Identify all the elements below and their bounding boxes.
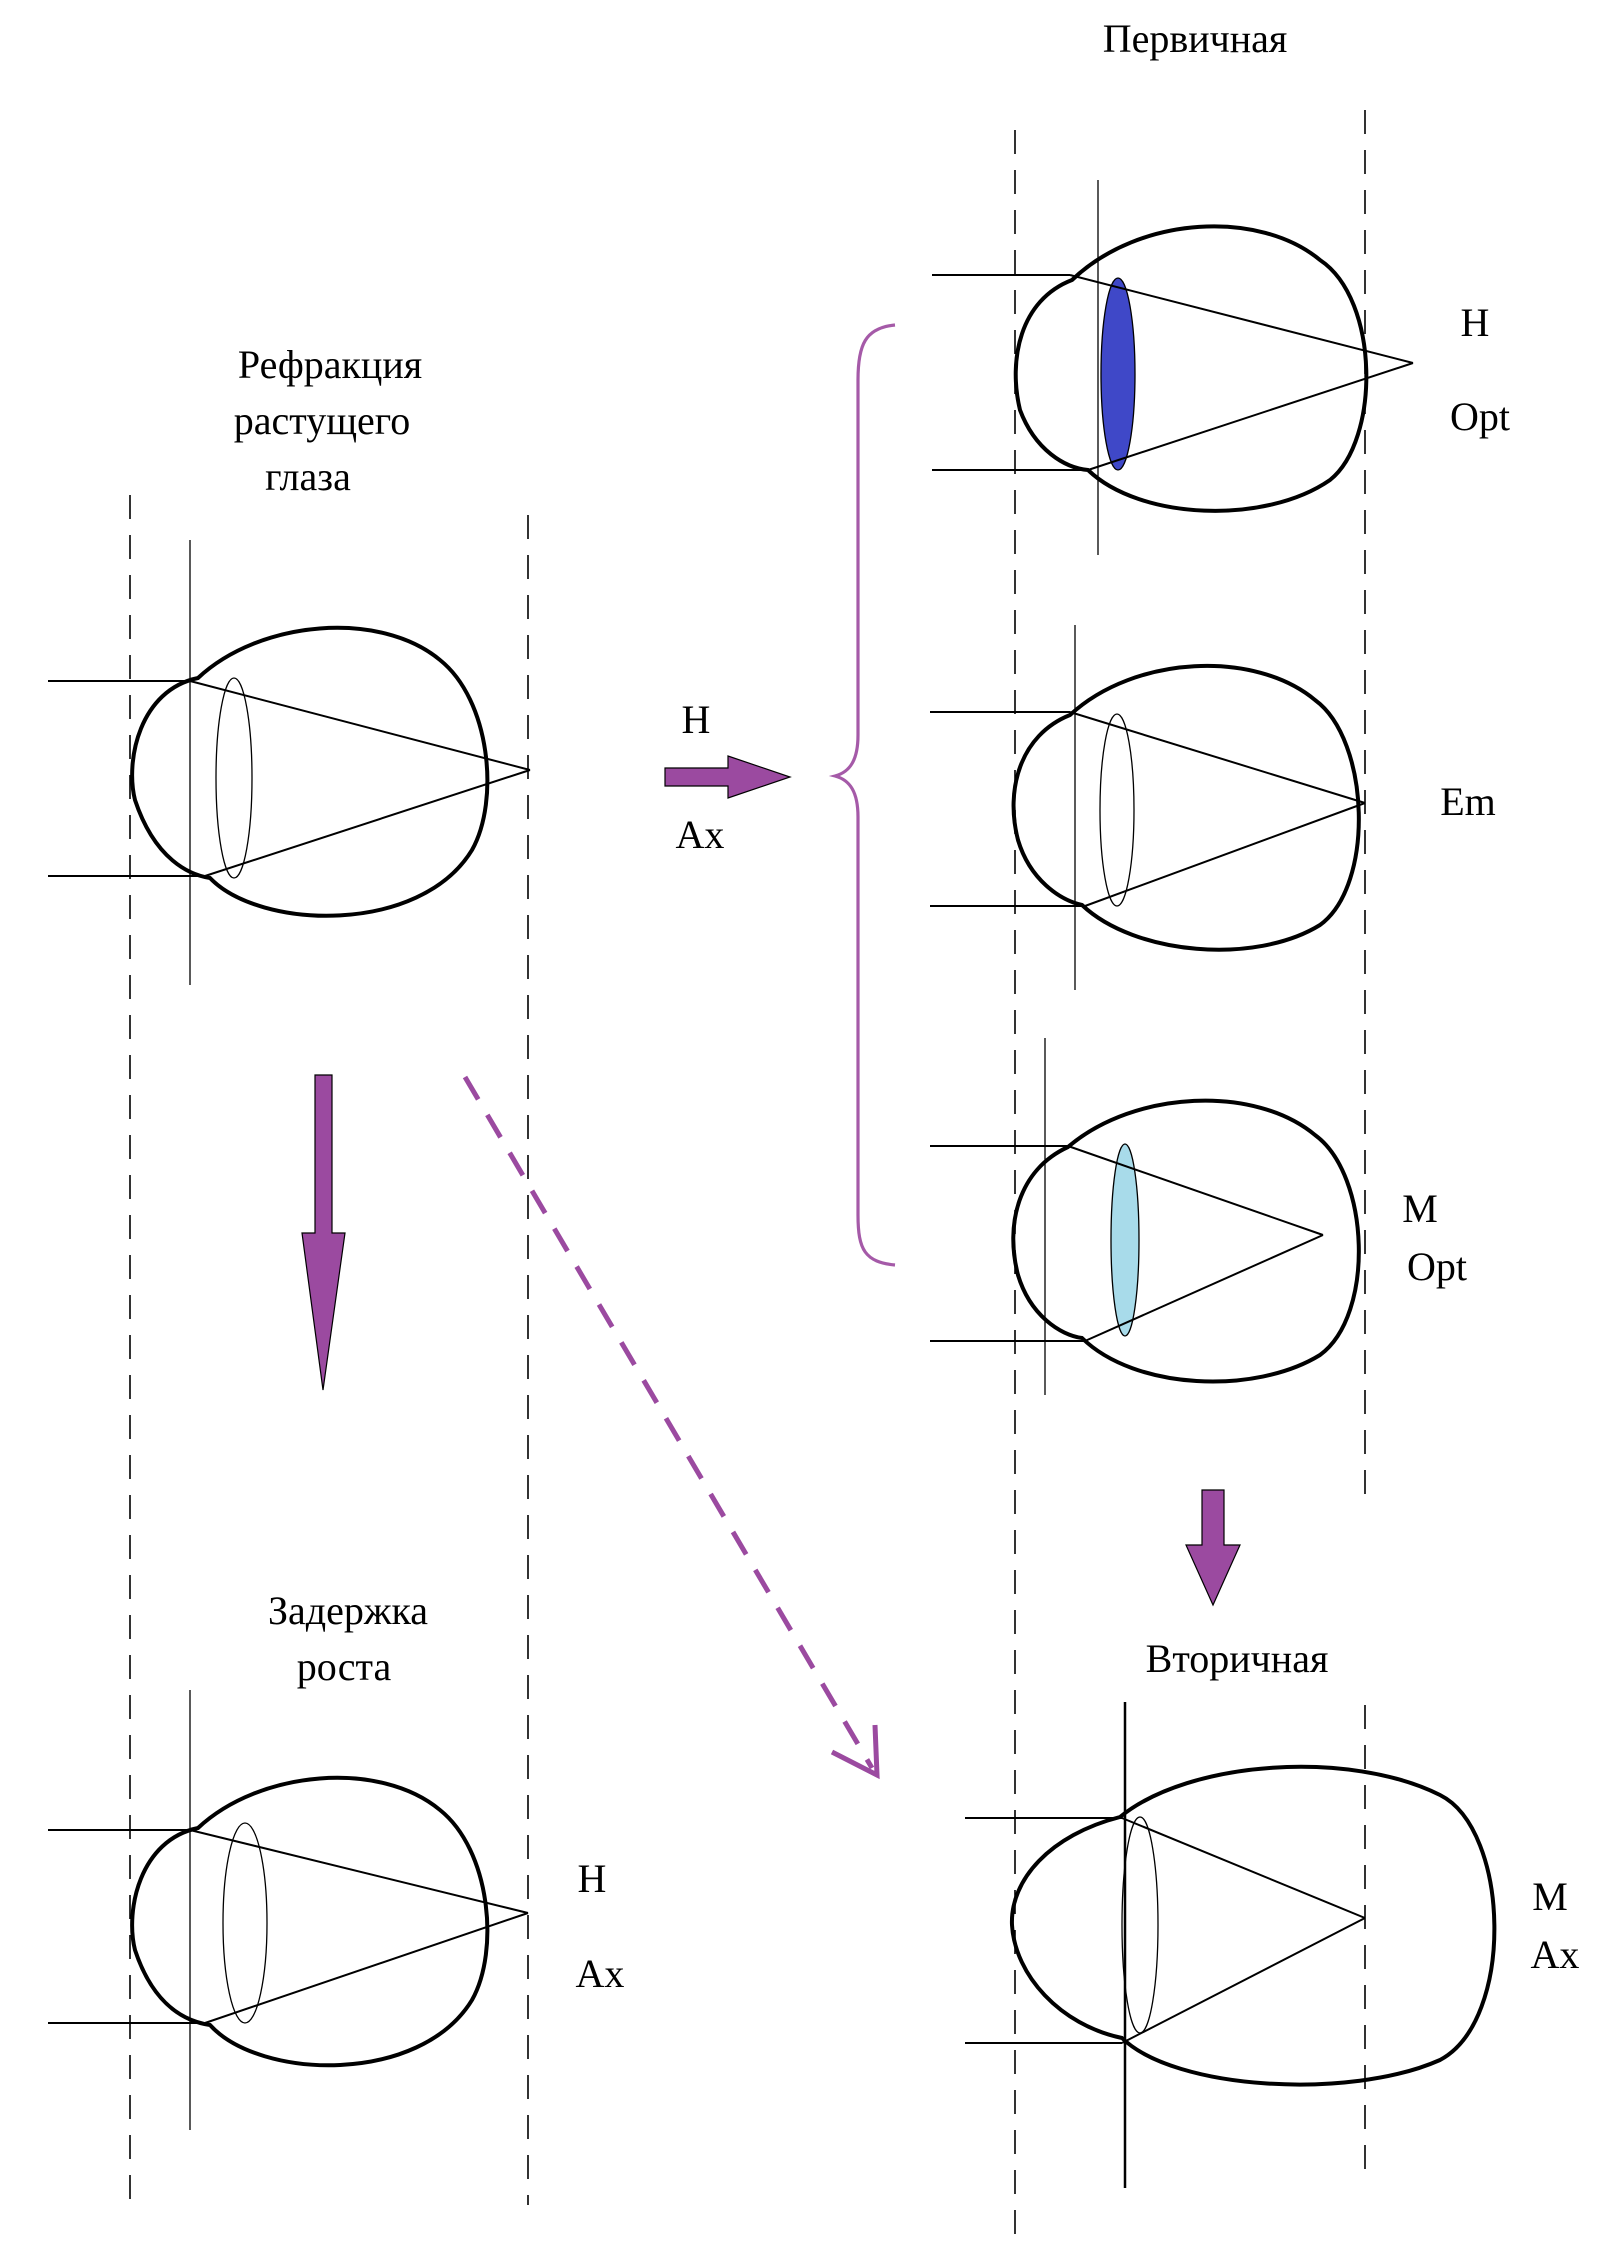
title-growing-eye-line2: растущего — [234, 398, 410, 443]
arrow-down-right — [1185, 1489, 1241, 1607]
eye-hyperopic-axial — [48, 1690, 529, 2130]
lens-hyperopic — [1100, 277, 1136, 471]
bracket-brace — [828, 323, 896, 1267]
title-secondary: Вторичная — [1146, 1636, 1329, 1681]
eye-label-opt-myopic: Opt — [1407, 1244, 1467, 1289]
eye-label-m: M — [1402, 1186, 1438, 1231]
eye-hyperopic-optical — [932, 180, 1414, 555]
arrow-dashed-head — [830, 1724, 880, 1780]
eye-label-ax: Ax — [576, 1951, 625, 1996]
eye-myopic-optical — [930, 1038, 1361, 1395]
eye-label-opt: Opt — [1450, 394, 1510, 439]
title-growth-delay-line1: Задержка — [268, 1588, 428, 1633]
arrow-dashed-diagonal — [462, 1075, 875, 1770]
arrow-label-h: H — [682, 697, 711, 742]
eye-label-h: H — [1461, 300, 1490, 345]
eye-emmetropic — [930, 625, 1366, 990]
eye-myopic-axial — [965, 1702, 1497, 2188]
title-growing-eye-line3: глаза — [265, 454, 351, 499]
eye-label-h-axial: H — [578, 1856, 607, 1901]
eye-label-m-axial: M — [1532, 1874, 1568, 1919]
title-primary: Первичная — [1103, 16, 1288, 61]
lens-myopic — [1110, 1143, 1140, 1337]
eye-growing — [48, 540, 531, 985]
title-growing-eye-line1: Рефракция — [238, 342, 422, 387]
eye-label-em: Em — [1440, 779, 1496, 824]
arrow-down-left — [301, 1074, 346, 1391]
arrow-right — [664, 755, 792, 799]
eye-label-ax-myopic: Ax — [1531, 1932, 1580, 1977]
guide-lines — [129, 110, 1366, 2240]
title-growth-delay-line2: роста — [297, 1644, 392, 1689]
arrow-label-ax: Ax — [676, 812, 725, 857]
